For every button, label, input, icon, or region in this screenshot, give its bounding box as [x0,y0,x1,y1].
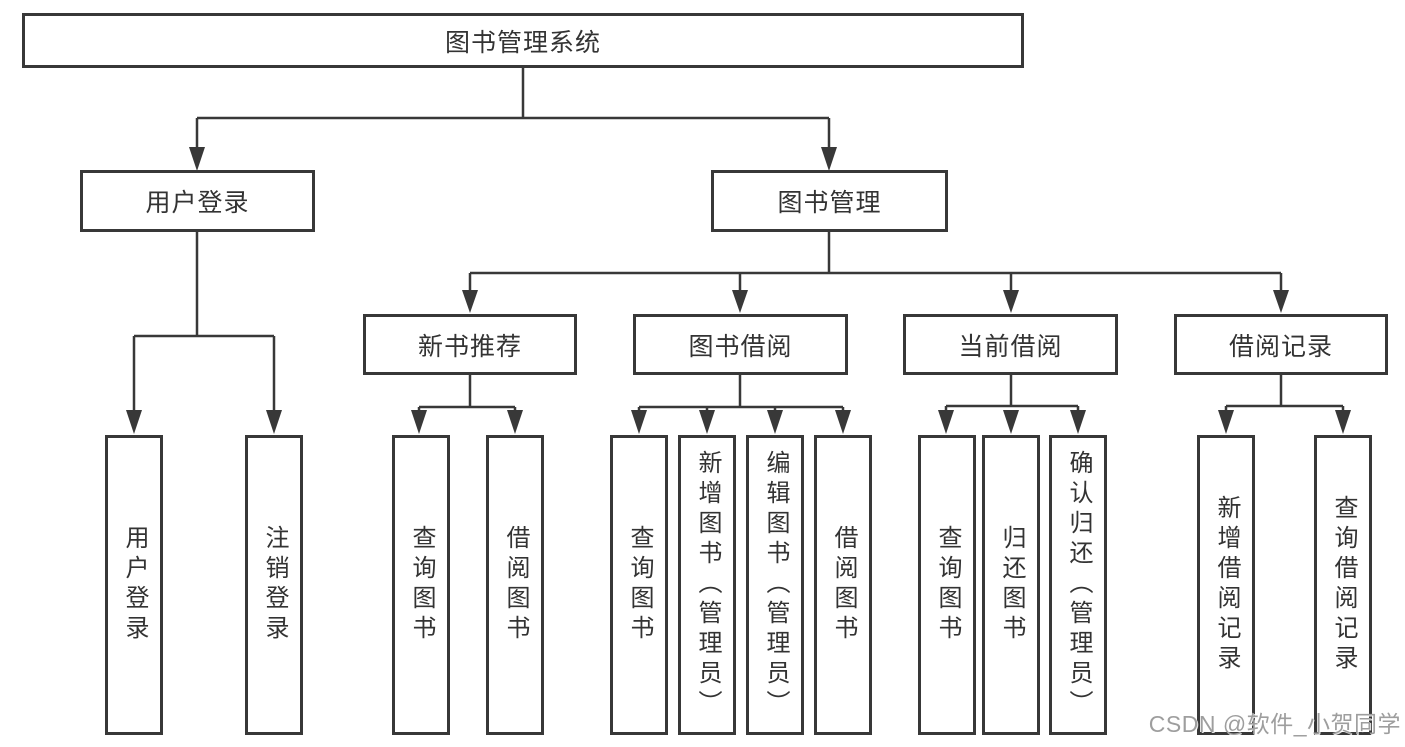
leaf-query-books-2: 查询图书 [610,435,668,735]
node-label: 借阅图书 [830,525,857,645]
arrow-down-icon [821,147,837,171]
arrow-down-icon [411,410,427,434]
arrow-down-icon [266,410,282,434]
arrow-down-icon [835,410,851,434]
node-label: 用户登录 [145,189,250,217]
node-label: 查询借阅记录 [1330,495,1357,675]
arrow-down-icon [1070,410,1086,434]
node-label: 归还图书 [998,525,1025,645]
leaf-return-books: 归还图书 [982,435,1040,735]
node-label: 查询图书 [626,525,653,645]
node-label: 新增图书（管理员） [694,450,721,720]
arrow-down-icon [126,410,142,434]
node-label: 图书借阅 [688,332,793,361]
leaf-query-books-3: 查询图书 [918,435,976,735]
node-label: 当前借阅 [958,332,1063,361]
arrow-down-icon [631,410,647,434]
node-label: 新增借阅记录 [1213,495,1240,675]
node-label: 确认归还（管理员） [1065,450,1092,720]
node-book-management: 图书管理 [711,170,948,232]
connectors-book-management-children [462,232,1289,313]
connectors-borrow-records-children [1218,375,1351,434]
node-label: 查询图书 [934,525,961,645]
node-label: 查询图书 [408,525,435,645]
arrow-down-icon [699,410,715,434]
arrow-down-icon [1273,290,1289,313]
leaf-borrow-books: 借阅图书 [486,435,544,735]
arrow-down-icon [732,290,748,313]
arrow-down-icon [1003,410,1019,434]
connectors-new-book-children [411,375,523,434]
arrow-down-icon [462,290,478,313]
leaf-borrow-books-2: 借阅图书 [814,435,872,735]
arrow-down-icon [189,147,205,171]
node-label: 注销登录 [261,525,288,645]
node-label: 新书推荐 [417,332,522,361]
leaf-edit-books-admin: 编辑图书（管理员） [746,435,804,735]
node-current-borrow: 当前借阅 [903,314,1118,375]
node-root: 图书管理系统 [22,13,1024,68]
node-label: 借阅记录 [1228,332,1333,361]
leaf-add-borrow-record: 新增借阅记录 [1197,435,1255,735]
node-user-login: 用户登录 [80,170,315,232]
node-label: 图书管理 [777,189,882,217]
leaf-logout: 注销登录 [245,435,303,735]
leaf-query-books: 查询图书 [392,435,450,735]
leaf-add-books-admin: 新增图书（管理员） [678,435,736,735]
arrow-down-icon [767,410,783,434]
leaf-confirm-return-admin: 确认归还（管理员） [1049,435,1107,735]
arrow-down-icon [1218,410,1234,434]
node-label: 编辑图书（管理员） [762,450,789,720]
connectors-book-borrow-children [631,375,851,434]
node-new-book-recommend: 新书推荐 [363,314,577,375]
arrow-down-icon [938,410,954,434]
arrow-down-icon [1335,410,1351,434]
watermark: CSDN @软件_小贺同学 [1148,711,1401,737]
node-book-borrow: 图书借阅 [633,314,848,375]
connectors-user-login-children [126,232,282,434]
node-label: 借阅图书 [502,525,529,645]
node-label: 用户登录 [121,525,148,645]
leaf-user-login: 用户登录 [105,435,163,735]
arrow-down-icon [507,410,523,434]
connectors-current-borrow-children [938,375,1086,434]
leaf-query-borrow-record: 查询借阅记录 [1314,435,1372,735]
connectors-root-to-level2 [189,68,837,171]
node-borrow-records: 借阅记录 [1174,314,1388,375]
node-label: 图书管理系统 [444,28,601,57]
arrow-down-icon [1003,290,1019,313]
